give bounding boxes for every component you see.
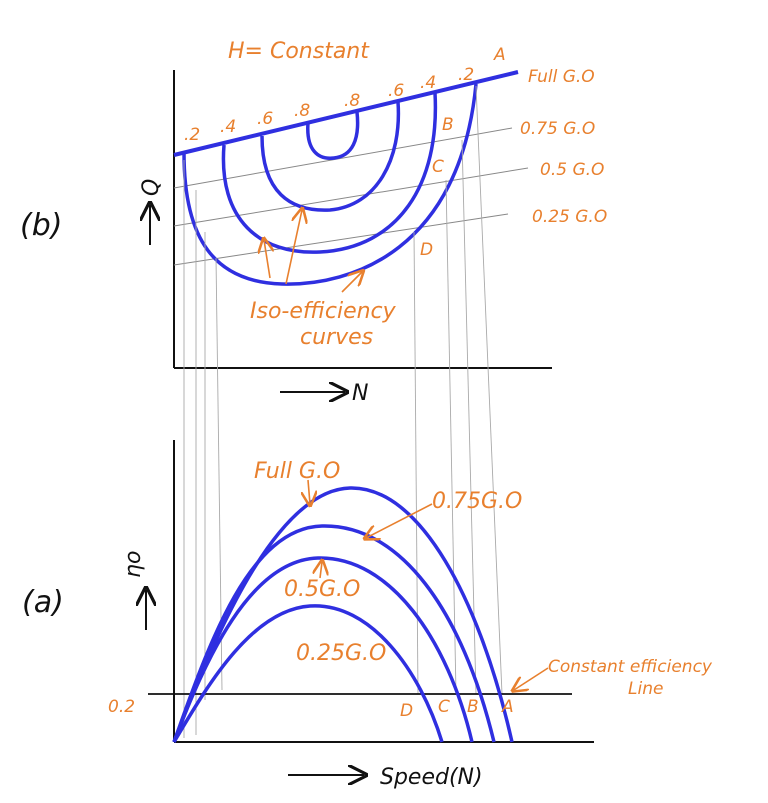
iso-arrow-3	[341, 272, 362, 293]
speed-axis-label: Speed(N)	[380, 765, 483, 790]
gate-label-full: Full G.O	[528, 67, 595, 87]
eff-label-right-04: .4	[420, 73, 436, 93]
curve-arrow-075	[366, 503, 433, 538]
panel-b-point-c: C	[432, 157, 444, 177]
eff-label-left-04: .4	[220, 117, 236, 137]
constant-eff-arrow	[514, 667, 549, 690]
iso-label-line2: curves	[300, 325, 373, 350]
eff-label-right-06: .6	[388, 81, 404, 101]
panel-b-title: H= Constant	[228, 39, 370, 64]
gate-line-025	[173, 213, 509, 266]
constant-eff-label-line1: Constant efficiency	[548, 657, 713, 677]
panel-b-point-d: D	[420, 240, 433, 260]
y-tick-02: 0.2	[108, 697, 135, 717]
curve-label-025: 0.25G.O	[296, 641, 386, 666]
gate-label-05: 0.5 G.O	[540, 160, 604, 180]
eta-curve-025	[172, 604, 444, 743]
curve-arrow-full	[308, 479, 310, 504]
constant-eff-label-line2: Line	[628, 679, 663, 699]
eta-curve-full	[172, 486, 514, 743]
iso-arrow-1	[264, 240, 270, 279]
panel-b-label: (b)	[20, 208, 62, 243]
panel-a-point-d: D	[400, 701, 413, 721]
eta-curve-075	[172, 524, 496, 743]
panel-b-point-a: A	[493, 45, 506, 65]
panel-a: (a) 0.2 ηo Speed(N) Full G.O 0.75G.O 0.5…	[22, 440, 713, 790]
iso-curve-04	[221, 92, 438, 254]
eff-label-right-08: .8	[344, 91, 360, 111]
eff-label-left-08: .8	[294, 101, 310, 121]
gate-line-05	[173, 167, 529, 227]
curve-label-075: 0.75G.O	[432, 489, 522, 514]
iso-label-line1: Iso-efficiency	[250, 299, 397, 324]
panel-b: (b) H= Constant Q N Full G.O 0.75 G.O 0.…	[20, 39, 607, 406]
curve-label-05: 0.5G.O	[284, 577, 360, 602]
eff-label-right-02: .2	[458, 65, 474, 85]
full-gate-line	[173, 70, 519, 157]
panel-a-label: (a)	[22, 585, 64, 620]
iso-curve-06	[260, 101, 401, 212]
panel-b-point-b: B	[442, 115, 454, 135]
iso-curve-08	[306, 111, 360, 160]
iso-arrow-2	[285, 210, 302, 285]
curve-arrow-05	[320, 562, 322, 579]
curve-label-full: Full G.O	[254, 459, 340, 484]
n-axis-label: N	[352, 381, 368, 406]
gate-line-075	[173, 127, 513, 189]
gate-label-075: 0.75 G.O	[520, 119, 595, 139]
eff-label-left-06: .6	[257, 109, 273, 129]
gate-label-025: 0.25 G.O	[532, 207, 607, 227]
panel-a-point-a: A	[501, 697, 514, 717]
q-axis-label: Q	[139, 179, 164, 196]
projection-lines	[183, 85, 503, 738]
panel-a-point-b: B	[467, 697, 479, 717]
eta-axis-label: ηo	[121, 551, 146, 578]
eff-label-left-02: .2	[184, 125, 200, 145]
panel-a-point-c: C	[438, 697, 450, 717]
